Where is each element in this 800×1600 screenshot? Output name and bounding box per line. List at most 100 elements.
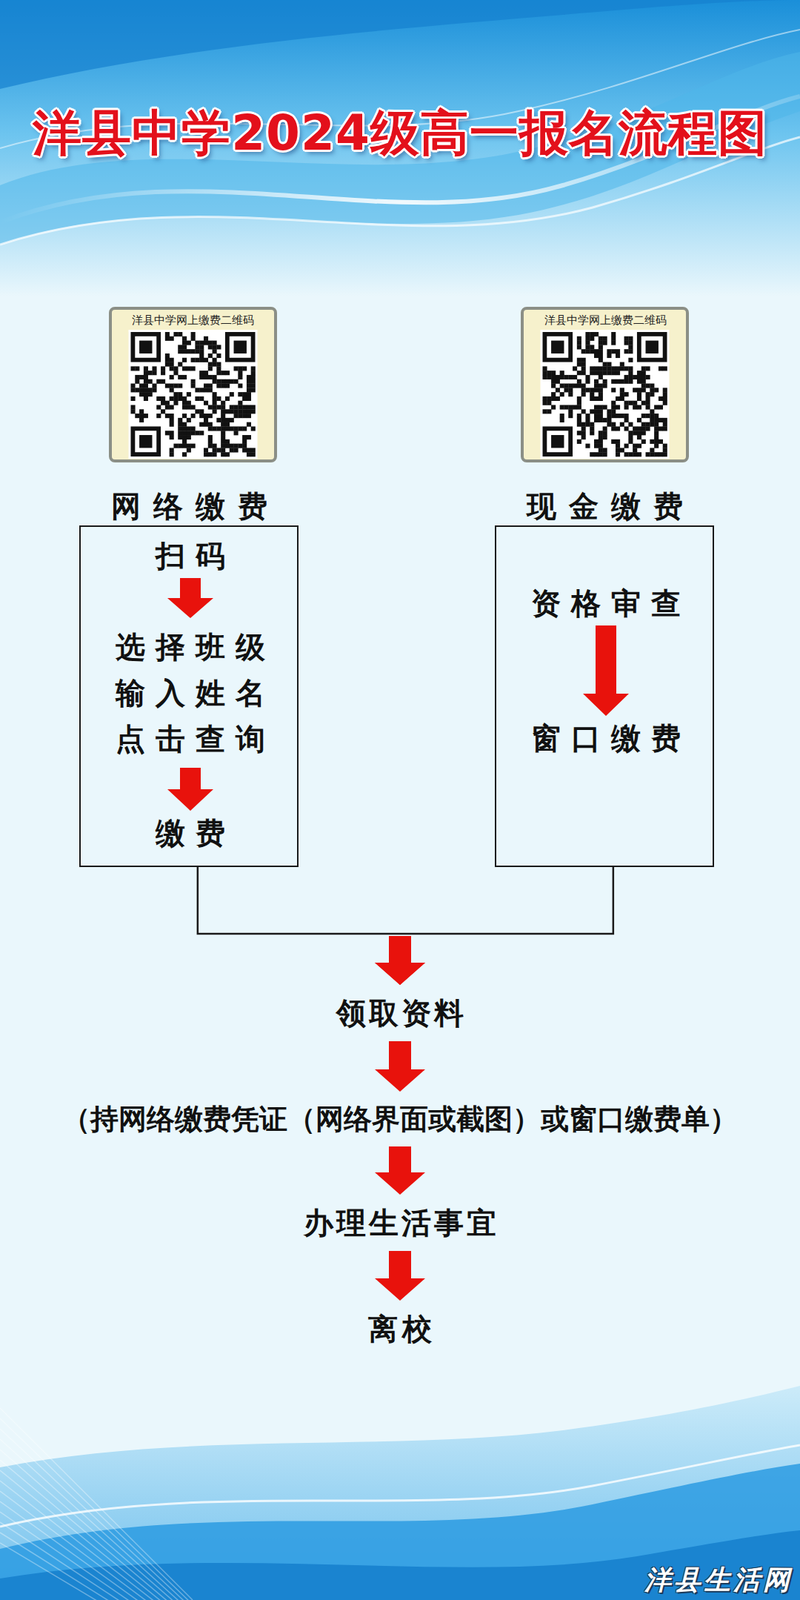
- qr-module: [568, 413, 573, 418]
- qr-module: [191, 365, 196, 371]
- qr-module: [598, 396, 603, 401]
- process-box: 网络缴费扫码选择班级 输入姓名 点击查询缴费: [79, 525, 299, 867]
- qr-module: [577, 404, 582, 409]
- qr-module: [637, 379, 642, 384]
- qr-module: [598, 336, 603, 341]
- qr-module: [177, 383, 183, 389]
- qr-module: [551, 379, 556, 384]
- qr-module: [169, 447, 175, 452]
- qr-module: [165, 400, 170, 406]
- top-wave: [0, 51, 800, 245]
- qr-module: [585, 331, 590, 337]
- step-label: 窗口缴费: [520, 721, 692, 755]
- qr-module: [212, 400, 218, 406]
- flow-arrow: [197, 866, 426, 985]
- qr-module: [645, 383, 651, 389]
- qr-module: [620, 391, 625, 397]
- qr-module: [563, 383, 569, 389]
- qr-module: [251, 383, 256, 389]
- qr-module: [662, 422, 668, 427]
- qr-module: [237, 443, 243, 449]
- stripe: [0, 1521, 193, 1600]
- qr-module: [160, 365, 166, 371]
- qr-module: [594, 383, 599, 389]
- qr-module: [208, 344, 213, 349]
- stripe: [0, 1480, 193, 1600]
- qr-module: [585, 336, 590, 341]
- qr-module: [191, 357, 196, 363]
- qr-module: [148, 379, 153, 384]
- qr-module: [577, 336, 582, 341]
- qr-module: [251, 425, 256, 431]
- qr-module: [577, 362, 582, 367]
- qr-module: [542, 400, 548, 406]
- qr-module: [246, 396, 252, 401]
- qr-module: [589, 348, 595, 354]
- qr-module: [611, 387, 616, 392]
- qr-module: [585, 344, 590, 349]
- qr-module: [645, 451, 651, 457]
- qr-module: [628, 400, 633, 406]
- qr-module: [649, 422, 655, 427]
- qr-module: [641, 387, 646, 392]
- qr-module: [645, 425, 651, 431]
- qr-module: [662, 443, 668, 449]
- qr-module: [620, 362, 625, 367]
- qr-module: [568, 383, 573, 389]
- qr-module: [560, 413, 565, 418]
- qr-caption: 洋县中学网上缴费二维码: [544, 313, 667, 327]
- qr-module: [203, 370, 209, 375]
- qr-module: [641, 365, 646, 371]
- flow-arrow: [374, 1145, 426, 1195]
- qr-module: [182, 430, 187, 435]
- qr-module: [585, 379, 590, 384]
- arrow-shape: [167, 577, 214, 618]
- qr-module: [229, 379, 235, 384]
- step-text: 领取资料: [333, 996, 467, 1029]
- qr-module: [632, 425, 638, 431]
- qr-module: [606, 408, 612, 414]
- qr-module: [585, 387, 590, 392]
- stripe: [0, 1459, 193, 1600]
- qr-module: [134, 379, 140, 384]
- qr-module: [199, 370, 204, 375]
- qr-module: [654, 434, 659, 440]
- qr-module: [598, 374, 603, 380]
- qr-module: [143, 370, 149, 375]
- qr-module: [220, 447, 226, 452]
- qr-module: [160, 370, 166, 375]
- qr-module: [251, 370, 256, 375]
- qr-module: [594, 331, 599, 337]
- qr-module: [581, 370, 586, 375]
- qr-module: [589, 344, 595, 349]
- qr-module: [177, 391, 183, 397]
- qr-module: [165, 413, 170, 418]
- qr-module: [555, 374, 560, 380]
- qr-module: [182, 425, 187, 431]
- qr-module: [139, 391, 144, 397]
- qr-module: [203, 387, 209, 392]
- qr-module: [649, 451, 655, 457]
- qr-finder: [132, 334, 159, 360]
- qr-module: [212, 357, 218, 363]
- qr-module: [611, 331, 616, 337]
- qr-module: [134, 365, 140, 371]
- qr-module: [165, 353, 170, 358]
- qr-module: [568, 374, 573, 380]
- qr-module: [173, 365, 178, 371]
- qr-module: [611, 425, 616, 431]
- qr-module: [242, 443, 247, 449]
- step-text: 扫码: [145, 539, 236, 572]
- qr-module: [225, 422, 230, 427]
- qr-module: [225, 439, 230, 444]
- arrow-shape: [167, 767, 214, 811]
- qr-module: [237, 425, 243, 431]
- qr-frame: [110, 308, 276, 461]
- qr-module: [173, 396, 178, 401]
- qr-module: [577, 340, 582, 346]
- qr-module: [234, 365, 239, 371]
- qr-module: [560, 404, 565, 409]
- qr-module: [169, 387, 175, 392]
- qr-module: [645, 391, 651, 397]
- qr-module: [165, 383, 170, 389]
